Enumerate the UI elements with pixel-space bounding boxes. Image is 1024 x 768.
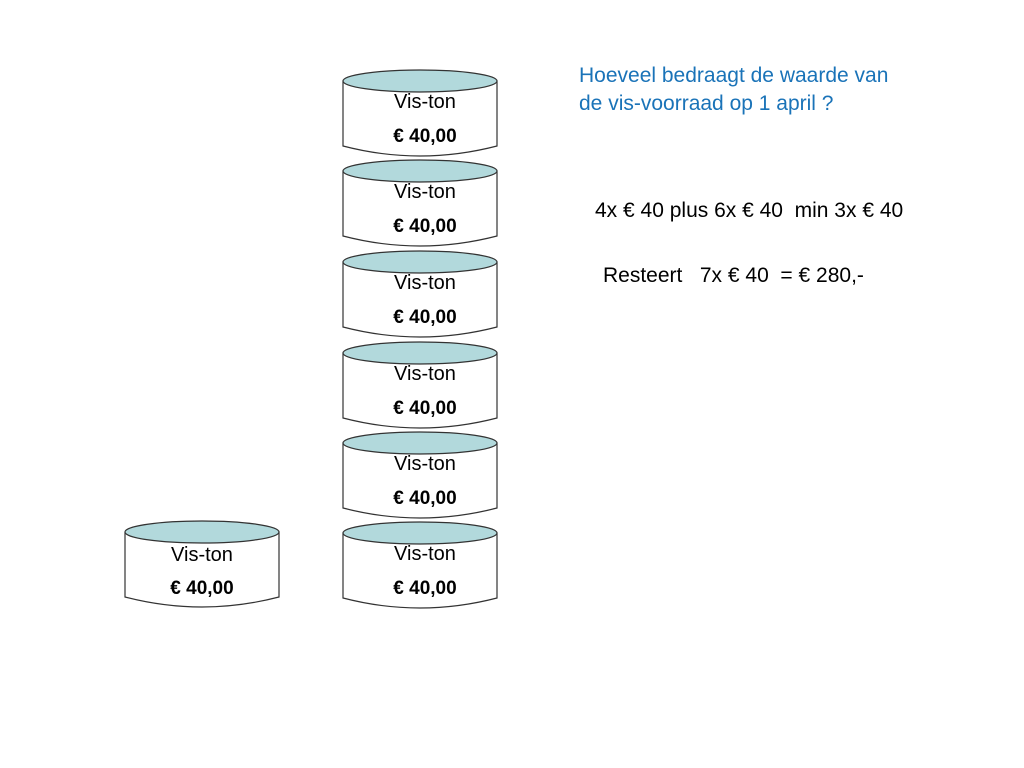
barrel-price: € 40,00 bbox=[393, 126, 457, 147]
barrel-label: Vis-ton bbox=[394, 91, 456, 113]
barrel-stack-5: Vis-ton € 40,00 bbox=[340, 430, 500, 520]
question-line-1: Hoeveel bedraagt de waarde van bbox=[579, 64, 889, 87]
barrel-stack-1: Vis-ton € 40,00 bbox=[340, 68, 500, 158]
barrel-stack-3: Vis-ton € 40,00 bbox=[340, 249, 500, 339]
barrel-label: Vis-ton bbox=[394, 543, 456, 565]
calculation-line-1: 4x € 40 plus 6x € 40 min 3x € 40 bbox=[595, 199, 904, 222]
barrel-label: Vis-ton bbox=[394, 181, 456, 203]
barrel-label: Vis-ton bbox=[394, 363, 456, 385]
barrel-price: € 40,00 bbox=[393, 307, 457, 328]
calculation-line-2: Resteert 7x € 40 = € 280,- bbox=[603, 264, 864, 287]
barrel-stack-2: Vis-ton € 40,00 bbox=[340, 158, 500, 248]
barrel-price: € 40,00 bbox=[393, 398, 457, 419]
barrel-single: Vis-ton € 40,00 bbox=[122, 519, 282, 609]
barrel-shape bbox=[342, 69, 498, 157]
barrel-shape bbox=[342, 431, 498, 519]
barrel-price: € 40,00 bbox=[393, 578, 457, 599]
barrel-shape bbox=[342, 521, 498, 609]
barrel-shape bbox=[342, 159, 498, 247]
barrel-label: Vis-ton bbox=[394, 272, 456, 294]
barrel-price: € 40,00 bbox=[170, 578, 234, 599]
barrel-label: Vis-ton bbox=[171, 544, 233, 566]
question-text: Hoeveel bedraagt de waarde van de vis-vo… bbox=[579, 62, 979, 118]
barrel-price: € 40,00 bbox=[393, 488, 457, 509]
barrel-stack-6: Vis-ton € 40,00 bbox=[340, 520, 500, 610]
barrel-shape bbox=[342, 250, 498, 338]
barrel-shape bbox=[124, 520, 280, 608]
barrel-stack-4: Vis-ton € 40,00 bbox=[340, 340, 500, 430]
barrel-label: Vis-ton bbox=[394, 453, 456, 475]
question-line-2: de vis-voorraad op 1 april ? bbox=[579, 92, 834, 115]
barrel-price: € 40,00 bbox=[393, 216, 457, 237]
barrel-shape bbox=[342, 341, 498, 429]
